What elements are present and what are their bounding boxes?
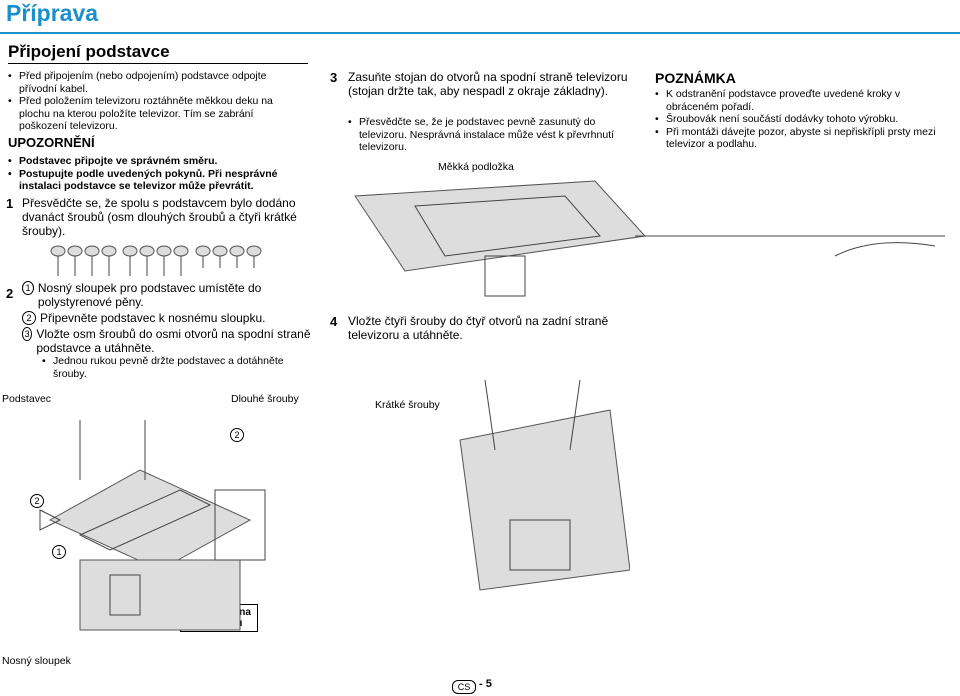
step4-text: Vložte čtyři šrouby do čtyř otvorů na za… <box>348 314 609 342</box>
long-screw-icon <box>156 245 172 276</box>
label-soft-pad: Měkká podložka <box>438 161 514 173</box>
arrow-icon <box>39 509 62 531</box>
stand-shape <box>484 255 526 297</box>
stand-assembly-illustration <box>39 420 266 631</box>
screwdriver-icon <box>569 379 581 451</box>
long-screw-icon <box>122 245 138 276</box>
step2-list: 1 Nosný sloupek pro podstavec umístěte d… <box>22 281 312 380</box>
screwdriver-icon <box>484 379 496 451</box>
note-heading: POZNÁMKA <box>655 70 736 86</box>
caution-bullets: Podstavec připojte ve správném směru. Po… <box>8 155 298 193</box>
callout-1: 1 <box>52 545 66 559</box>
tv-back-shape <box>459 409 630 591</box>
short-screw-icon <box>212 245 228 268</box>
page-number: - 5 <box>479 678 492 690</box>
label-long-screws: Dlouhé šrouby <box>231 393 299 405</box>
step3-bullet: Přesvědčte se, že je podstavec pevně zas… <box>348 116 618 154</box>
intro-bullet: Před připojením (nebo odpojením) podstav… <box>8 70 298 95</box>
long-screw-icon <box>139 245 155 276</box>
detail-box-shape <box>214 489 266 561</box>
stand-neck-shape <box>509 519 571 571</box>
section-rule <box>8 63 308 64</box>
step3-bullets: Přesvědčte se, že je podstavec pevně zas… <box>348 116 618 154</box>
label-post: Nosný sloupek <box>2 655 71 667</box>
label-short-screws: Krátké šrouby <box>375 399 440 411</box>
screws-illustration <box>50 245 262 276</box>
step2-item-number: 2 <box>22 311 36 325</box>
long-screw-icon <box>84 245 100 276</box>
caution-bullet: Postupujte podle uvedených pokynů. Při n… <box>8 168 298 193</box>
step3-number: 3 <box>330 70 338 85</box>
caution-heading: UPOZORNĚNÍ <box>8 135 95 150</box>
intro-bullets: Před připojením (nebo odpojením) podstav… <box>8 70 298 133</box>
stand-base-shape <box>48 469 252 571</box>
title-rule <box>0 32 960 34</box>
step2-item-number: 1 <box>22 281 34 295</box>
step2-item-text: Připevněte podstavec k nosnému sloupku. <box>40 311 266 325</box>
step2-item-text: Nosný sloupek pro podstavec umístěte do … <box>37 281 262 309</box>
blanket-shape <box>354 180 647 272</box>
section-title: Připojení podstavce <box>8 42 170 61</box>
step2-item: 2 Připevněte podstavec k nosnému sloupku… <box>22 311 312 325</box>
short-screw-icon <box>229 245 245 268</box>
note-bullets: K odstranění podstavce proveďte uvedené … <box>655 88 950 151</box>
tv-placement-illustration <box>354 180 945 297</box>
tv-back-screw-illustration <box>459 379 630 591</box>
step2-sub-bullet: Jednou rukou pevně držte podstavec a dot… <box>42 355 302 380</box>
step3-text: Zasuňte stojan do otvorů na spodní stran… <box>348 70 628 98</box>
language-badge: CS <box>452 680 476 694</box>
page-title: Příprava <box>6 0 99 26</box>
long-screw-icon <box>50 245 66 276</box>
long-screw-icon <box>101 245 117 276</box>
step2-number: 2 <box>6 286 14 301</box>
note-bullet: Šroubovák není součástí dodávky tohoto v… <box>655 113 950 126</box>
short-screw-icon <box>195 245 211 268</box>
hand-shape <box>834 242 936 257</box>
long-screw-icon <box>67 245 83 276</box>
note-bullet: K odstranění podstavce proveďte uvedené … <box>655 88 950 113</box>
step2-item: 1 Nosný sloupek pro podstavec umístěte d… <box>22 281 312 309</box>
stand-plate-shape <box>78 489 212 551</box>
step1-text: Přesvědčte se, že spolu s podstavcem byl… <box>22 196 297 238</box>
step2-item-text: Vložte osm šroubů do osmi otvorů na spod… <box>36 327 311 355</box>
step2-item-number: 3 <box>22 327 33 341</box>
note-bullet: Při montáži dávejte pozor, abyste si nep… <box>655 126 950 151</box>
callout-2: 2 <box>30 494 44 508</box>
short-screw-icon <box>246 245 262 268</box>
post-shape <box>109 574 141 616</box>
callout-2: 2 <box>230 428 244 442</box>
caution-bullet: Podstavec připojte ve správném směru. <box>8 155 298 168</box>
step4-number: 4 <box>330 314 338 329</box>
tv-back-shape <box>414 195 601 257</box>
label-stand: Podstavec <box>2 393 52 405</box>
intro-bullet: Před položením televizoru roztáhněte měk… <box>8 95 298 133</box>
step2-item: 3 Vložte osm šroubů do osmi otvorů na sp… <box>22 327 312 355</box>
step1-number: 1 <box>6 196 14 211</box>
step2-sub-bullets: Jednou rukou pevně držte podstavec a dot… <box>42 355 302 380</box>
long-screw-icon <box>173 245 189 276</box>
foam-block-shape <box>79 559 241 631</box>
